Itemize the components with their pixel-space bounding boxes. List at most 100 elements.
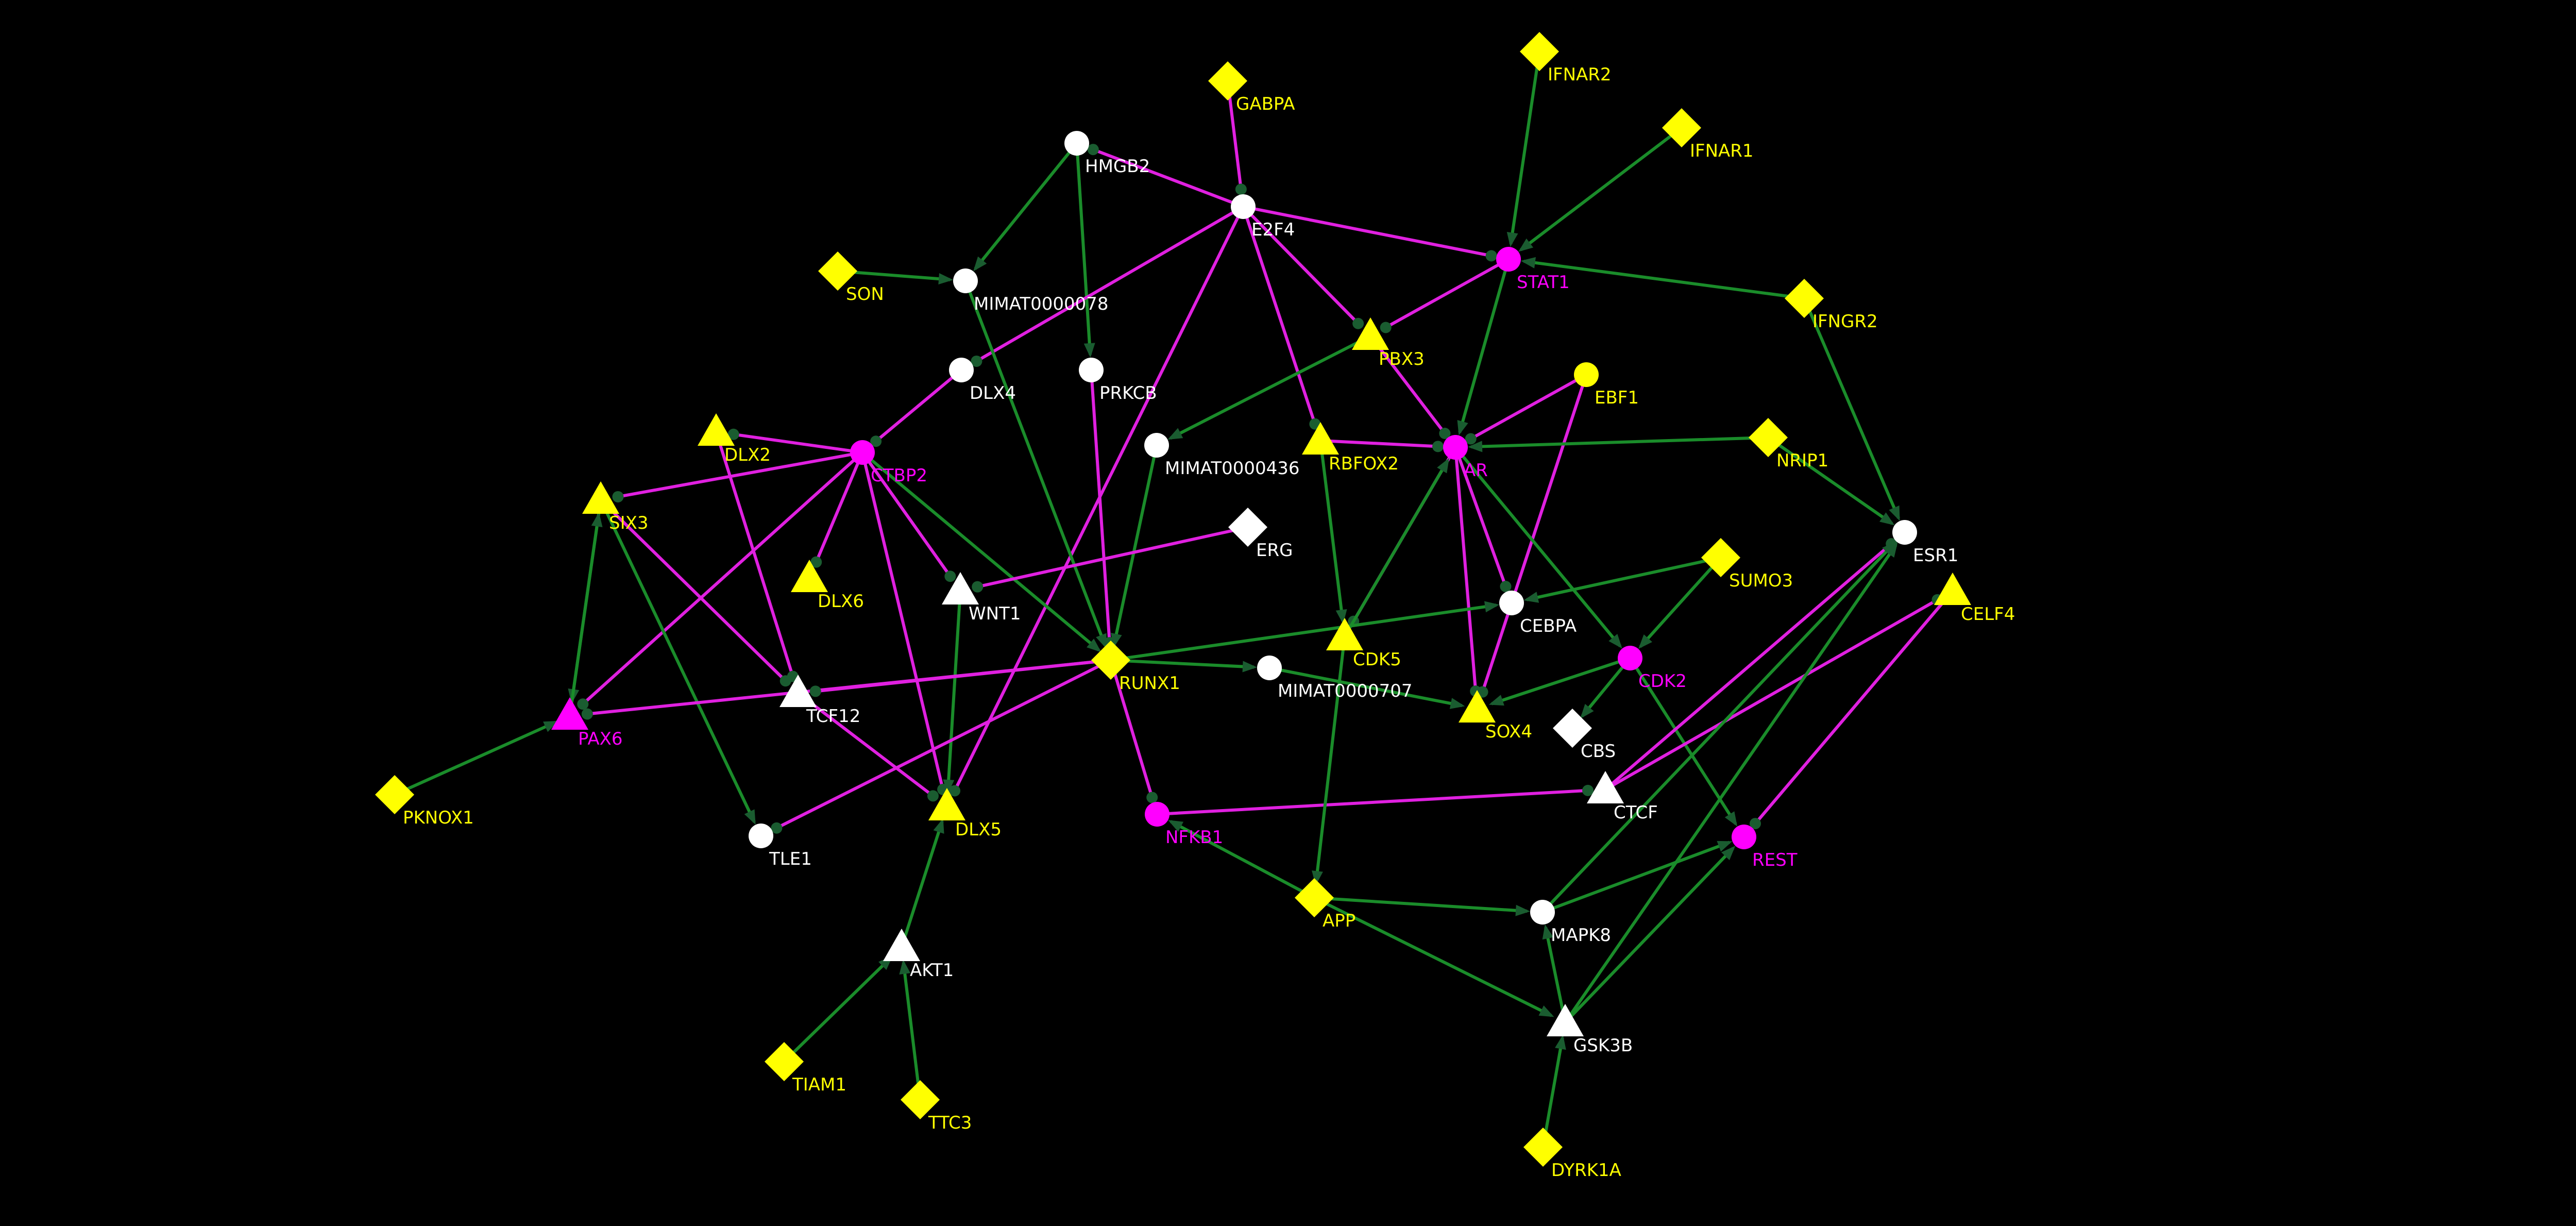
edge-RUNX1-CEBPA	[1110, 603, 1497, 662]
edge-IFNGR2-STAT1	[1523, 259, 1805, 300]
node-ctcf[interactable]	[1587, 771, 1624, 803]
edge-SIX3-TCF12	[599, 498, 788, 684]
edge-MIMAT0000436-RUNX1	[1112, 445, 1158, 646]
edge-head-TCF12-DLX5	[927, 790, 939, 802]
node-label-tcf12: TCF12	[806, 706, 860, 727]
node-sumo3[interactable]	[1701, 538, 1740, 577]
node-hmgb2[interactable]	[1064, 131, 1089, 156]
node-label-cbs: CBS	[1581, 741, 1616, 762]
edge-RUNX1-NFKB1	[1109, 660, 1155, 800]
edge-head-IFNGR2-ESR1	[1889, 505, 1900, 521]
node-gsk3b[interactable]	[1547, 1004, 1584, 1036]
edge-head-CDK5-AR	[1437, 458, 1449, 474]
node-label-six3: SIX3	[609, 513, 649, 533]
edge-CTCF-ESR1	[1604, 541, 1894, 791]
node-pbx3[interactable]	[1352, 317, 1389, 350]
node-label-ifnar2: IFNAR2	[1548, 64, 1612, 85]
node-ctbp2[interactable]	[850, 440, 875, 465]
node-dlx5[interactable]	[928, 788, 965, 820]
edge-EBF1-AR	[1468, 373, 1587, 442]
node-mapk8[interactable]	[1530, 900, 1555, 925]
node-nrip1[interactable]	[1749, 418, 1788, 457]
node-prkcb[interactable]	[1079, 358, 1104, 382]
edge-head-MAPK8-REST	[1717, 841, 1733, 852]
node-sox4[interactable]	[1459, 690, 1496, 723]
node-dlx6[interactable]	[791, 560, 828, 592]
node-mimat0000078[interactable]	[953, 268, 978, 293]
node-pknox1[interactable]	[375, 775, 414, 814]
node-dlx4[interactable]	[949, 358, 974, 382]
node-ifnar2[interactable]	[1520, 32, 1559, 71]
edge-HMGB2-MIMAT0000078	[974, 142, 1078, 270]
edge-head-GSK3B-MAPK8	[1542, 924, 1554, 940]
node-rbfox2[interactable]	[1302, 422, 1339, 455]
node-label-ifngr2: IFNGR2	[1812, 311, 1878, 332]
node-tle1[interactable]	[749, 824, 773, 848]
edge-head-GABPA-E2F4	[1235, 183, 1247, 195]
node-label-ebf1: EBF1	[1595, 388, 1639, 408]
edge-head-HMGB2-PRKCB	[1083, 343, 1095, 358]
node-stat1[interactable]	[1496, 247, 1521, 272]
node-celf4[interactable]	[1934, 573, 1971, 605]
node-label-son: SON	[846, 284, 884, 305]
node-gabpa[interactable]	[1208, 61, 1247, 100]
node-rest[interactable]	[1732, 825, 1756, 849]
node-label-dlx2: DLX2	[724, 445, 771, 465]
node-label-mimat0000078: MIMAT0000078	[974, 294, 1109, 314]
edge-head-HMGB2-MIMAT0000078	[973, 256, 987, 272]
node-pax6[interactable]	[551, 697, 588, 730]
edge-AR-CEBPA	[1454, 446, 1508, 589]
node-label-esr1: ESR1	[1913, 545, 1958, 566]
node-nfkb1[interactable]	[1145, 802, 1170, 827]
node-esr1[interactable]	[1892, 520, 1917, 545]
edge-head-CDK5-APP	[1312, 870, 1323, 886]
node-label-pax6: PAX6	[578, 729, 623, 749]
node-ar[interactable]	[1443, 435, 1468, 460]
node-ebf1[interactable]	[1574, 362, 1599, 387]
node-mimat0000436[interactable]	[1144, 433, 1169, 458]
node-ttc3[interactable]	[901, 1080, 940, 1119]
edge-APP-GSK3B	[1313, 896, 1552, 1017]
edge-APP-MAPK8	[1314, 896, 1528, 913]
node-six3[interactable]	[582, 481, 619, 514]
edge-head-GSK3B-ESR1	[1885, 542, 1898, 558]
edge-head-AKT1-DLX5	[933, 818, 944, 834]
node-cdk2[interactable]	[1618, 646, 1642, 670]
node-mimat0000707[interactable]	[1257, 656, 1282, 680]
edge-PKNOX1-PAX6	[394, 720, 556, 796]
edge-head-RUNX1-TLE1	[771, 822, 783, 834]
edge-CTBP2-PAX6	[580, 451, 864, 707]
node-ifnar1[interactable]	[1662, 108, 1701, 147]
node-dyrk1a[interactable]	[1523, 1128, 1563, 1167]
node-label-akt1: AKT1	[910, 960, 954, 981]
node-cbs[interactable]	[1553, 709, 1592, 748]
node-son[interactable]	[818, 251, 857, 291]
node-label-runx1: RUNX1	[1119, 673, 1180, 694]
edge-head-NRIP1-ESR1	[1879, 512, 1895, 526]
node-app[interactable]	[1295, 878, 1334, 917]
node-label-tle1: TLE1	[769, 849, 812, 869]
node-akt1[interactable]	[883, 929, 920, 961]
node-tcf12[interactable]	[779, 675, 817, 707]
edge-head-CTBP2-SIX3	[612, 491, 624, 502]
node-dlx2[interactable]	[698, 413, 735, 446]
edge-CTBP2-WNT1	[861, 451, 953, 579]
node-tiam1[interactable]	[765, 1042, 804, 1081]
edge-TTC3-AKT1	[902, 962, 922, 1100]
edge-head-RUNX1-NFKB1	[1146, 792, 1158, 803]
node-label-nfkb1: NFKB1	[1165, 827, 1223, 848]
node-e2f4[interactable]	[1231, 194, 1256, 219]
node-wnt1[interactable]	[942, 572, 979, 604]
edge-head-SON-MIMAT0000078	[938, 273, 954, 284]
edge-head-APP-GSK3B	[1538, 1005, 1554, 1017]
edge-STAT1-AR	[1458, 259, 1510, 433]
node-cdk5[interactable]	[1326, 618, 1363, 650]
edge-SIX3-TLE1	[599, 499, 756, 823]
node-erg[interactable]	[1228, 508, 1267, 547]
edge-head-SUMO3-CEBPA	[1523, 592, 1539, 603]
edge-head-RUNX1-TCF12	[809, 685, 821, 697]
node-runx1[interactable]	[1091, 641, 1130, 680]
node-cebpa[interactable]	[1499, 591, 1524, 615]
node-label-rest: REST	[1752, 850, 1798, 870]
node-ifngr2[interactable]	[1785, 279, 1824, 318]
